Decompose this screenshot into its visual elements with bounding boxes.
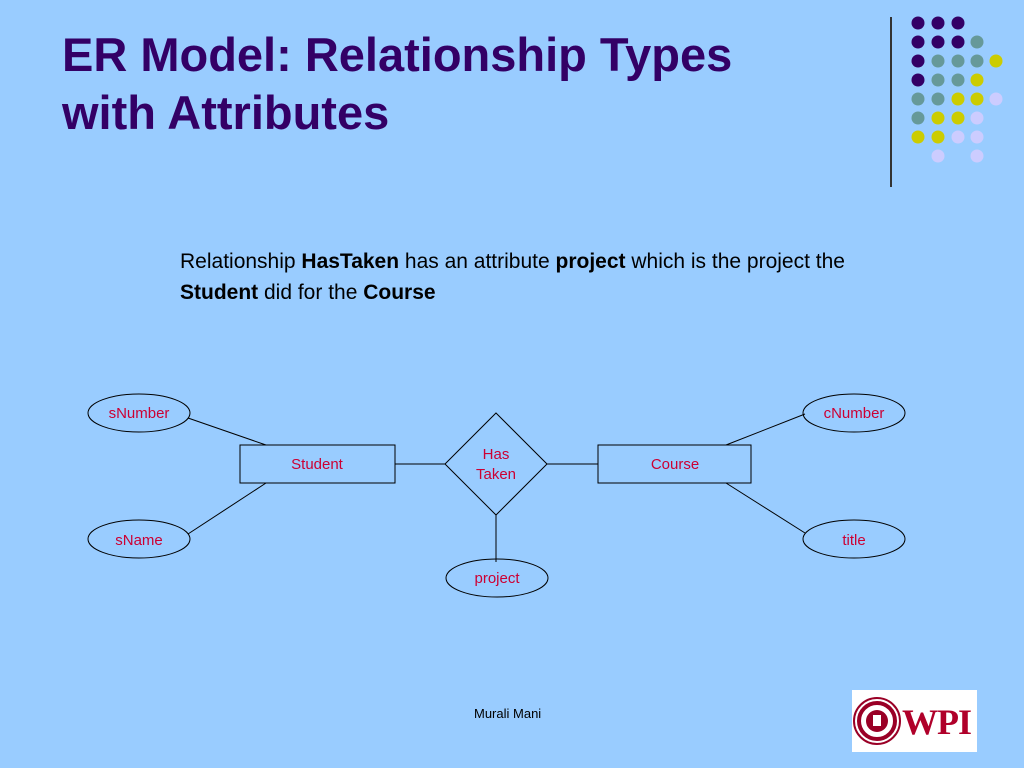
wpi-logo: WPI <box>852 690 977 752</box>
title-line-1: ER Model: Relationship Types <box>62 28 733 81</box>
svg-text:sNumber: sNumber <box>109 405 170 422</box>
attribute-title: title <box>802 519 906 559</box>
connector-lines <box>187 413 806 562</box>
svg-text:cNumber: cNumber <box>824 405 885 422</box>
svg-text:title: title <box>842 532 865 549</box>
attribute-project: project <box>445 558 549 598</box>
footer-author: Murali Mani <box>474 706 542 721</box>
wpi-seal-icon <box>853 697 901 745</box>
attribute-cnumber: cNumber <box>802 393 906 433</box>
entity-student: Student <box>239 444 396 484</box>
svg-text:project: project <box>474 570 520 587</box>
entity-course: Course <box>597 444 752 484</box>
slide-title: ER Model: Relationship Types with Attrib… <box>62 26 862 142</box>
decorative-dot-grid <box>911 16 1003 163</box>
svg-text:sName: sName <box>115 532 163 549</box>
svg-text:Student: Student <box>291 456 344 473</box>
title-divider <box>890 17 892 187</box>
svg-text:Taken: Taken <box>476 466 516 483</box>
attribute-sname: sName <box>87 519 191 559</box>
title-line-2: with Attributes <box>62 86 390 139</box>
relationship-hastaken: Has Taken <box>444 412 548 516</box>
svg-text:Course: Course <box>651 456 699 473</box>
slide-description: Relationship HasTaken has an attribute p… <box>180 250 845 304</box>
logo-text: WPI <box>902 702 972 742</box>
attribute-snumber: sNumber <box>87 393 191 433</box>
svg-text:Has: Has <box>483 446 510 463</box>
